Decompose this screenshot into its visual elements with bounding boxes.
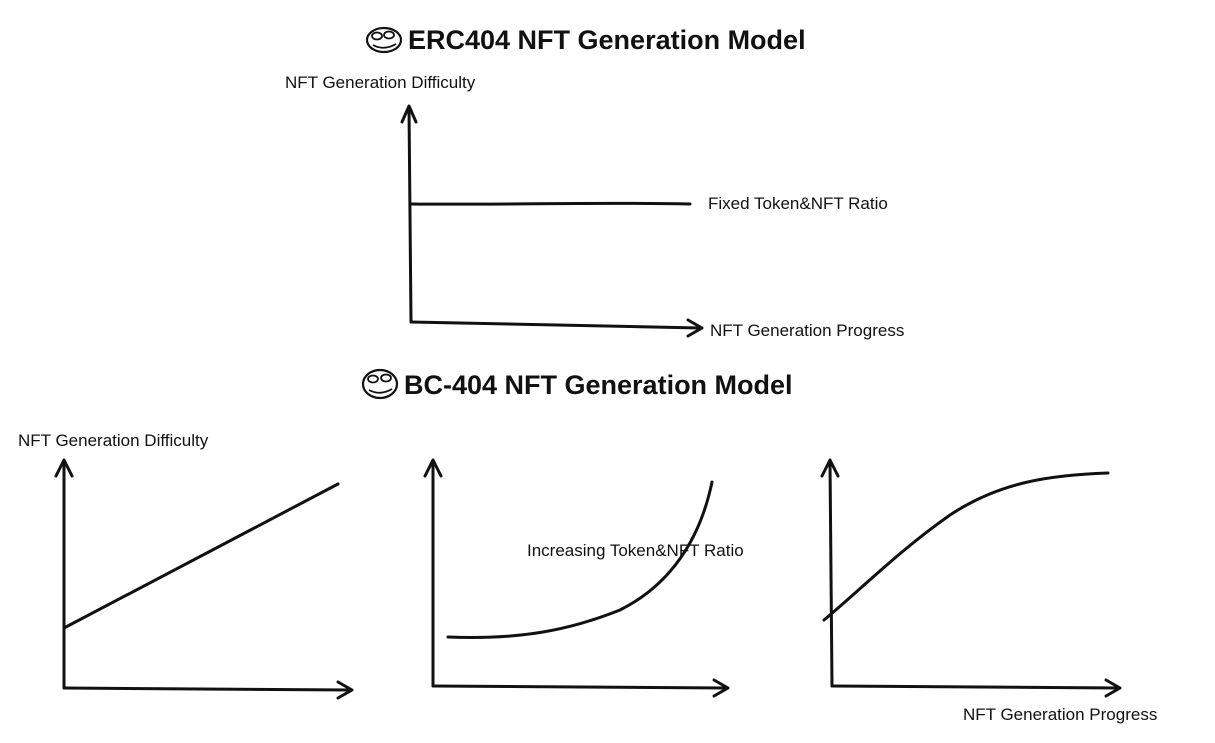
chart2-y-axis	[423, 458, 443, 688]
top-x-axis	[409, 318, 704, 338]
chart1-x-axis	[62, 680, 354, 700]
bottom-y-axis-label: NFT Generation Difficulty	[18, 431, 209, 450]
chart2-increasing-curve	[446, 480, 714, 639]
bottom-chart-logarithmic	[820, 458, 1122, 698]
bottom-curve-label: Increasing Token&NFT Ratio	[527, 541, 744, 560]
pepe-face-icon	[361, 368, 399, 400]
chart3-concave-curve	[822, 471, 1110, 622]
bottom-chart-linear	[54, 458, 354, 700]
top-fixed-ratio-line	[409, 201, 692, 206]
top-line-label: Fixed Token&NFT Ratio	[708, 194, 888, 213]
top-y-axis	[400, 104, 418, 324]
top-x-axis-label: NFT Generation Progress	[710, 321, 904, 340]
chart1-y-axis	[54, 458, 74, 690]
top-y-axis-label: NFT Generation Difficulty	[285, 73, 476, 92]
bottom-title: BC-404 NFT Generation Model	[404, 370, 793, 400]
chart1-linear-line	[62, 482, 340, 630]
chart3-x-axis	[830, 678, 1122, 698]
bottom-chart-exponential	[423, 458, 730, 698]
pepe-face-icon	[365, 26, 403, 54]
bottom-x-axis-label: NFT Generation Progress	[963, 705, 1157, 724]
chart2-x-axis	[431, 678, 730, 698]
top-title: ERC404 NFT Generation Model	[408, 25, 806, 55]
chart3-y-axis	[820, 458, 840, 688]
